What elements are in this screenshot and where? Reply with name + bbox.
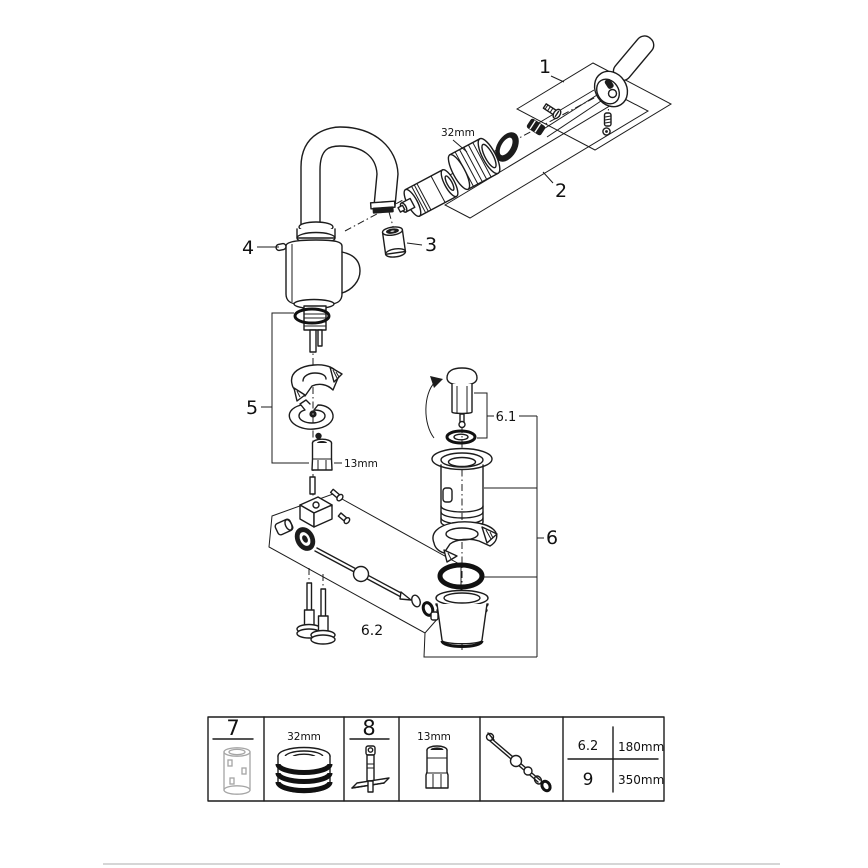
faucet-body: 4 xyxy=(242,126,399,353)
nut-13mm xyxy=(311,432,333,471)
explode-outlines-top xyxy=(443,62,673,219)
body-shell xyxy=(285,239,343,305)
cap-nut xyxy=(274,518,294,536)
popup-rod-icon xyxy=(485,732,552,793)
drain-flange xyxy=(431,447,493,529)
handle-assembly: 1 xyxy=(539,35,655,136)
legend-label-13mm: 13mm xyxy=(417,731,451,743)
rod-seal-ring xyxy=(421,601,435,617)
set-screw xyxy=(542,103,562,120)
legend-label-32mm: 32mm xyxy=(287,731,321,743)
handle-screw xyxy=(602,112,612,136)
label-part-5: 5 xyxy=(246,397,258,419)
rod-o-ring xyxy=(411,594,421,608)
dim-len-350: 350mm xyxy=(618,773,664,787)
plug-seal xyxy=(445,429,477,445)
label-part-2: 2 xyxy=(555,180,567,202)
dim-len-180: 180mm xyxy=(618,740,664,754)
cartridge-sleeve-tool-icon xyxy=(223,747,251,795)
cartridge xyxy=(397,168,459,218)
label-13mm: 13mm xyxy=(344,458,378,470)
label-32mm: 32mm xyxy=(441,127,475,139)
small-pin xyxy=(309,476,316,495)
ring-socket-tool-icon xyxy=(275,746,333,794)
legend-cell-rod xyxy=(485,732,552,793)
dimension-table: 6.2 180mm 9 350mm xyxy=(567,726,664,793)
label-part-6-2: 6.2 xyxy=(361,623,383,639)
legend-label-8: 8 xyxy=(362,716,375,740)
clamp-block xyxy=(299,488,351,528)
rotation-arrow xyxy=(425,381,436,439)
legend-table: 7 32mm xyxy=(207,716,665,802)
drain-wedge-gasket xyxy=(432,521,498,563)
legend-cell-tool-7: 7 xyxy=(212,716,254,795)
mounting-kit: 5 13mm xyxy=(246,312,378,645)
socket-tool-icon xyxy=(425,745,449,789)
dim-ref-6-2: 6.2 xyxy=(578,739,599,754)
rod-grommet xyxy=(294,527,316,551)
slider-block xyxy=(526,118,546,136)
wedge-gasket-top xyxy=(290,364,343,402)
aerator xyxy=(381,226,407,258)
spout-tip xyxy=(369,200,396,214)
label-part-1: 1 xyxy=(539,56,551,78)
threaded-shank xyxy=(293,298,335,353)
legend-label-7: 7 xyxy=(226,716,239,740)
drain-o-ring xyxy=(437,562,485,590)
cartridge-assembly: 32mm 2 xyxy=(397,103,567,218)
drain-assembly: 6.1 xyxy=(425,367,558,657)
drain-cup xyxy=(430,589,489,648)
label-part-6-1: 6.1 xyxy=(496,410,517,425)
threaded-ring-32mm xyxy=(447,137,501,191)
mounting-studs xyxy=(296,582,336,645)
legend-cell-tool-8: 8 xyxy=(349,716,390,793)
legend-cell-13mm: 13mm xyxy=(417,731,451,789)
label-part-4: 4 xyxy=(242,237,254,259)
base-o-ring xyxy=(293,307,331,325)
spout xyxy=(300,126,399,231)
label-part-6: 6 xyxy=(546,527,558,549)
horseshoe-clamp xyxy=(288,399,334,430)
retaining-ring xyxy=(495,132,519,162)
side-pin xyxy=(275,242,287,252)
label-part-3: 3 xyxy=(425,234,437,256)
t-handle-tool-icon xyxy=(351,745,390,793)
popup-plug xyxy=(445,367,478,445)
dim-ref-9: 9 xyxy=(583,770,594,790)
legend-cell-32mm: 32mm xyxy=(275,731,333,794)
popup-rod xyxy=(314,547,412,601)
